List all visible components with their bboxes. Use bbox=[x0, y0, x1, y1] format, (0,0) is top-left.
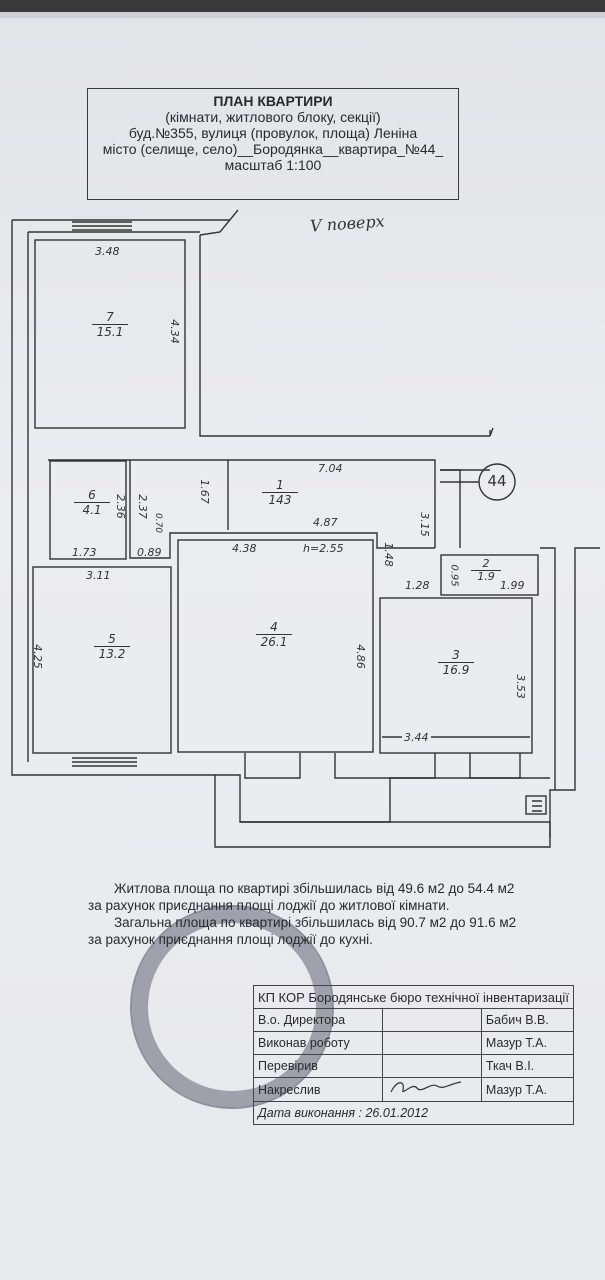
plan-title: ПЛАН КВАРТИРИ bbox=[213, 93, 333, 109]
dim-label: 3.11 bbox=[86, 569, 111, 582]
completion-date: Дата виконання : 26.01.2012 bbox=[253, 1101, 574, 1125]
role-cell: Виконав роботу bbox=[253, 1031, 383, 1055]
dim-label: 1.73 bbox=[72, 546, 97, 559]
city-line: місто (селище, село)__Бородянка__квартир… bbox=[102, 141, 444, 157]
dim-label: 1.67 bbox=[197, 479, 211, 504]
dim-label: 2.36 bbox=[113, 494, 127, 519]
role-cell: Накреслив bbox=[253, 1077, 383, 1102]
floor-plan bbox=[11, 209, 600, 848]
note-line: Загальна площа по квартирі збільшилась в… bbox=[114, 915, 517, 930]
plan-title-box: ПЛАН КВАРТИРИ (кімнати, житлового блоку,… bbox=[87, 88, 459, 200]
ceiling-height: h=2.55 bbox=[303, 542, 344, 555]
page-top-shadow bbox=[0, 12, 605, 18]
role-cell: В.о. Директора bbox=[253, 1008, 383, 1032]
dim-label: 1.28 bbox=[405, 579, 430, 592]
building-line: буд.№355, вулиця (провулок, площа) Ленін… bbox=[128, 125, 418, 141]
note-line: за рахунок приєднання площі лоджії до ку… bbox=[88, 932, 373, 947]
dim-label: 0.95 bbox=[448, 564, 460, 587]
dim-label: 2.37 bbox=[135, 494, 149, 519]
note-line: Житлова площа по квартирі збільшилась ві… bbox=[114, 881, 515, 896]
note-line: за рахунок приєднання площі лоджії до жи… bbox=[88, 898, 450, 913]
dim-label: 3.53 bbox=[513, 674, 527, 699]
name-cell: Мазур Т.А. bbox=[480, 1031, 574, 1055]
scale-line: масштаб 1:100 bbox=[224, 157, 322, 173]
dim-label: 0.70 bbox=[153, 512, 164, 534]
name-cell: Мазур Т.А. bbox=[480, 1077, 574, 1102]
name-cell: Бабич В.В. bbox=[480, 1008, 574, 1032]
bureau-name: КП КОР Бородянське бюро технічної інвент… bbox=[253, 985, 574, 1009]
dim-label: 4.25 bbox=[30, 644, 44, 669]
notes-block: Житлова площа по квартирі збільшилась ві… bbox=[88, 880, 558, 948]
name-cell: Ткач В.І. bbox=[480, 1054, 574, 1078]
role-cell: Перевірив bbox=[253, 1054, 383, 1078]
page-top-edge bbox=[0, 0, 605, 12]
dim-label: 3.15 bbox=[417, 512, 431, 537]
dim-label: 4.86 bbox=[353, 644, 367, 669]
dim-label: 1.99 bbox=[500, 579, 525, 592]
dim-label: 0.89 bbox=[137, 546, 162, 559]
dim-label: 4.38 bbox=[232, 542, 257, 555]
signature-table: КП КОР Бородянське бюро технічної інвент… bbox=[253, 985, 574, 1125]
signature-mark bbox=[381, 1077, 482, 1102]
dim-label: 1.48 bbox=[381, 542, 395, 567]
dim-label: 4.87 bbox=[313, 516, 338, 529]
dim-label: 7.04 bbox=[318, 462, 343, 475]
dim-label: 3.44 bbox=[402, 731, 431, 744]
plan-subtitle: (кімнати, житлового блоку, секції) bbox=[165, 109, 381, 125]
dim-label: 3.48 bbox=[95, 245, 120, 258]
dim-label: 4.34 bbox=[167, 319, 181, 344]
apartment-marker: 44 bbox=[487, 472, 507, 490]
